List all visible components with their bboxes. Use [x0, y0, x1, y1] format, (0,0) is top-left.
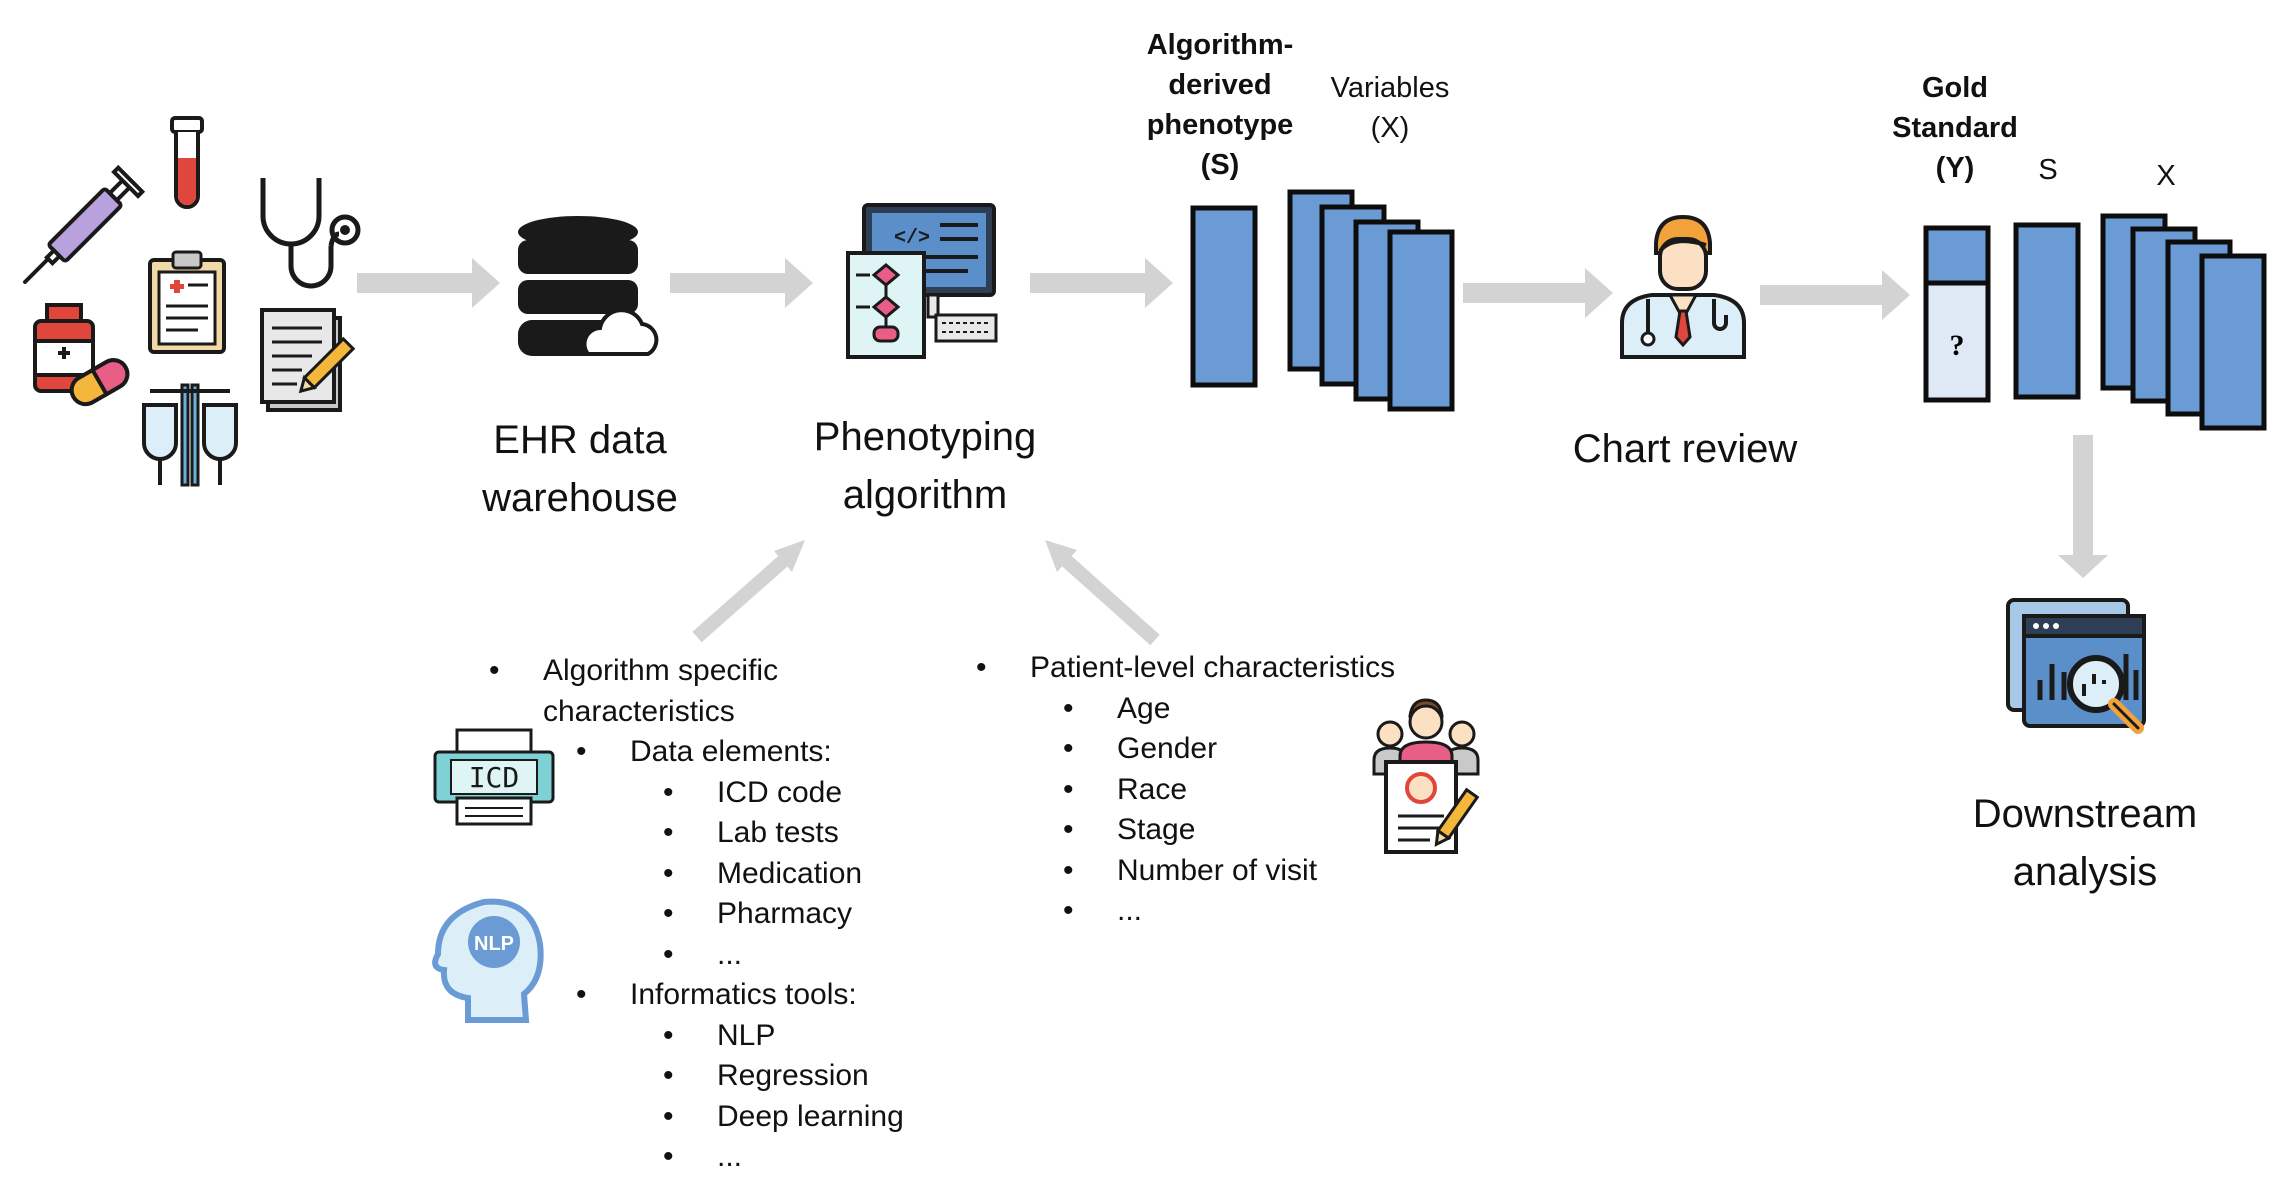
data-element-item: Lab tests — [663, 813, 904, 854]
test-tube-icon — [170, 116, 204, 209]
patient-characteristics-list: Patient-level characteristics Age Gender… — [976, 648, 1396, 932]
gold-label-line3: (Y) — [1935, 152, 1975, 184]
gold-standard-bar — [1923, 225, 1991, 403]
pheno-label-line2: algorithm — [842, 473, 1008, 517]
document-pencil-icon — [260, 308, 356, 412]
stethoscope-icon — [260, 178, 361, 289]
pill-icon — [69, 358, 130, 407]
code-computer-icon: </> — [846, 203, 998, 359]
algo-sublist: Data elements: ICD code Lab tests Medica… — [543, 732, 904, 1178]
patient-sublist: Age Gender Race Stage Number of visit ..… — [1030, 689, 1395, 932]
downstream-label-line1: Downstream — [1972, 792, 2198, 836]
data-element-item: Medication — [663, 854, 904, 895]
chart-review-label: Chart review — [1572, 427, 1798, 471]
clipboard-icon — [148, 250, 226, 354]
informatics-tools-item: Informatics tools: NLP Regression Deep l… — [576, 975, 904, 1178]
doctor-icon — [1620, 214, 1746, 359]
medicine-bottle-icon — [33, 303, 95, 393]
arrow-chart-review-to-gold-standard — [1760, 270, 1910, 320]
s-copy-bar — [2013, 222, 2081, 400]
database-icon — [518, 216, 659, 356]
x-label: X — [2156, 160, 2176, 192]
arrow-sources-to-ehr — [357, 258, 500, 308]
ehr-label-line2: warehouse — [482, 476, 678, 520]
tool-item: ... — [663, 1137, 904, 1178]
data-element-item: Pharmacy — [663, 894, 904, 935]
data-elements-sublist: ICD code Lab tests Medication Pharmacy .… — [630, 773, 904, 976]
variables-label-line2: (X) — [1370, 112, 1410, 144]
data-element-item: ... — [663, 935, 904, 976]
variables-stack — [1287, 189, 1455, 412]
patient-item: Age — [1063, 689, 1395, 730]
syringe-icon — [23, 164, 146, 284]
arrow-patient-characteristics-to-algorithm — [1045, 540, 1160, 646]
tool-item: Regression — [663, 1056, 904, 1097]
icd-document-icon: ICD — [433, 728, 555, 826]
arrow-variables-to-chart-review — [1463, 268, 1613, 318]
downstream-analysis-label: Downstream analysis — [1935, 785, 2235, 901]
downstream-label-line2: analysis — [2012, 850, 2158, 894]
nlp-text: NLP — [474, 933, 514, 955]
arrow-ehr-to-algorithm — [670, 258, 813, 308]
variables-label: Variables (X) — [1300, 68, 1480, 148]
icd-text: ICD — [469, 761, 520, 794]
arrow-algorithm-to-phenotype — [1030, 258, 1173, 308]
patient-item: Number of visit — [1063, 851, 1395, 892]
svg-text:</>: </> — [894, 227, 930, 250]
data-elements-label: Data elements: — [630, 735, 832, 768]
x-copy-stack — [2100, 213, 2267, 431]
phenotyping-algorithm-label: Phenotyping algorithm — [765, 408, 1085, 524]
gold-label-line2: Standard — [1892, 112, 2018, 144]
algorithm-characteristics-list: Algorithm specific characteristics Data … — [489, 651, 904, 1178]
ehr-warehouse-label: EHR data warehouse — [455, 411, 705, 527]
variables-label-line1: Variables — [1330, 72, 1450, 104]
gold-standard-label: Gold Standard (Y) — [1855, 68, 2055, 188]
patient-item: ... — [1063, 891, 1395, 932]
algo-label-line2: derived — [1168, 69, 1272, 101]
gold-label-line1: Gold — [1921, 72, 1989, 104]
data-elements-item: Data elements: ICD code Lab tests Medica… — [576, 732, 904, 976]
data-element-item: ICD code — [663, 773, 904, 814]
nlp-head-icon: NLP — [432, 898, 544, 1023]
arrow-algo-characteristics-to-algorithm — [692, 540, 805, 643]
algo-title-line2: characteristics — [543, 694, 735, 728]
patient-item: Race — [1063, 770, 1395, 811]
ehr-label-line1: EHR data — [493, 418, 667, 462]
s-label: S — [2038, 154, 2058, 186]
algo-title-item: Algorithm specific characteristics Data … — [489, 651, 904, 1178]
patient-item: Stage — [1063, 810, 1395, 851]
tool-item: NLP — [663, 1016, 904, 1057]
algo-label-line3: phenotype — [1146, 109, 1294, 141]
algo-title-line1: Algorithm specific — [543, 654, 779, 687]
tool-item: Deep learning — [663, 1097, 904, 1138]
analysis-screen-icon — [2006, 598, 2146, 734]
iv-drip-icon — [142, 383, 238, 487]
informatics-tools-label: Informatics tools: — [630, 978, 857, 1011]
algo-label-line1: Algorithm- — [1146, 29, 1294, 61]
phenotype-bar — [1190, 205, 1258, 388]
patient-title-item: Patient-level characteristics Age Gender… — [976, 648, 1396, 932]
arrow-down-to-downstream — [2058, 435, 2108, 578]
algo-label-line4: (S) — [1200, 149, 1240, 181]
patient-title: Patient-level characteristics — [1030, 651, 1396, 684]
algorithm-derived-phenotype-label: Algorithm- derived phenotype (S) — [1100, 25, 1340, 185]
pheno-label-line1: Phenotyping — [813, 415, 1037, 459]
informatics-tools-sublist: NLP Regression Deep learning ... — [630, 1016, 904, 1178]
unknown-label: ? — [1950, 329, 1965, 362]
patient-item: Gender — [1063, 729, 1395, 770]
